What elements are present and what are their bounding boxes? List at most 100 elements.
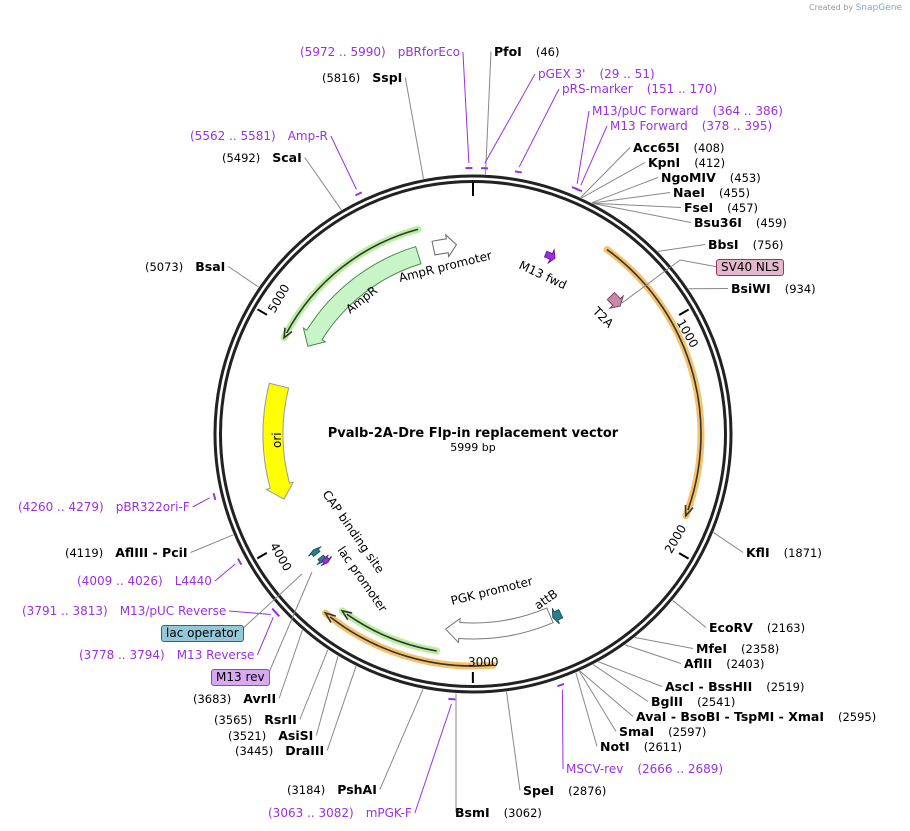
primer-m13-puc-forward[interactable]: M13/pUC Forward(364 .. 386) — [592, 104, 783, 118]
ampr-line-arc[interactable] — [285, 228, 419, 334]
enzyme-position: (1871) — [784, 546, 822, 560]
leader-line — [256, 617, 274, 656]
primer-pgex-3-[interactable]: pGEX 3'(29 .. 51) — [538, 67, 655, 81]
leader-line — [593, 202, 692, 223]
enzyme-site-sspi[interactable]: (5816)SspI — [322, 70, 402, 85]
primer-prs-marker[interactable]: pRS-marker(151 .. 170) — [562, 82, 717, 96]
feature-label-m13-fwd[interactable]: M13 fwd — [517, 258, 569, 292]
ori-arrow[interactable] — [262, 382, 295, 500]
enzyme-site-spei[interactable]: SpeI(2876) — [523, 783, 606, 798]
enzyme-position: (2611) — [644, 740, 682, 754]
enzyme-position: (2597) — [668, 725, 706, 739]
leader-line — [598, 661, 663, 687]
leader-line — [278, 630, 303, 699]
enzyme-site-scai[interactable]: (5492)ScaI — [222, 150, 302, 165]
enzyme-site-aflii[interactable]: AflII(2403) — [684, 656, 765, 671]
enzyme-name: RsrII — [264, 712, 297, 727]
primer-pbr322ori-f[interactable]: (4260 .. 4279)pBR322ori-F — [18, 500, 190, 514]
primer-mscv-rev[interactable]: MSCV-rev(2666 .. 2689) — [566, 762, 723, 776]
backbone-outer — [213, 174, 733, 694]
orf-arc-bottom[interactable] — [329, 616, 494, 667]
enzyme-site-ngomiv[interactable]: NgoMIV (453) — [661, 170, 761, 185]
enzyme-site-bsu36i[interactable]: Bsu36I(459) — [694, 215, 787, 230]
pgk-promoter-arrow[interactable] — [444, 607, 554, 644]
primer-m13-reverse[interactable]: (3778 .. 3794)M13 Reverse — [79, 648, 254, 662]
m13-fwd-arrow[interactable] — [543, 248, 556, 265]
leader-line — [592, 202, 682, 208]
enzyme-site-bglii[interactable]: BglII(2541) — [651, 694, 735, 709]
enzyme-site-draiii[interactable]: (3445)DraIII — [235, 743, 324, 758]
primer-mpgk-f[interactable]: (3063 .. 3082)mPGK-F — [268, 806, 412, 820]
enzyme-site-rsrii[interactable]: (3565)RsrII — [214, 712, 297, 727]
enzyme-name: AvrII — [243, 691, 276, 706]
enzyme-position: (3683) — [193, 692, 231, 706]
enzyme-position: (2403) — [726, 657, 764, 671]
enzyme-site-kfli[interactable]: KflI(1871) — [746, 545, 822, 560]
enzyme-site-bsiwi[interactable]: BsiWI(934) — [731, 281, 816, 296]
primer-pbrforeco[interactable]: (5972 .. 5990)pBRforEco — [300, 45, 460, 59]
leader-line — [592, 664, 649, 702]
ampr-arrow[interactable] — [302, 245, 422, 347]
enzyme-site-asisi[interactable]: (3521)AsiSI — [228, 728, 313, 743]
primer-range: (364 .. 386) — [713, 104, 783, 118]
feature-label-pgk-promoter[interactable]: PGK promoter — [449, 574, 534, 608]
primer-range: (378 .. 395) — [702, 119, 772, 133]
enzyme-position: (3062) — [504, 806, 542, 820]
primer-range: (5562 .. 5581) — [190, 129, 276, 143]
m13-rev-arrow[interactable] — [320, 556, 333, 567]
enzyme-position: (3184) — [287, 783, 325, 797]
primer-name: pBRforEco — [398, 45, 460, 59]
leader-line — [485, 51, 492, 175]
feature-label-ori[interactable]: ori — [270, 432, 284, 448]
enzyme-site-smai[interactable]: SmaI(2597) — [619, 724, 706, 739]
leader-line — [624, 644, 682, 664]
primer-amp-r[interactable]: (5562 .. 5581)Amp-R — [190, 129, 328, 143]
enzyme-site-noti[interactable]: NotI(2611) — [600, 739, 682, 754]
enzyme-site-avai[interactable]: AvaI - BsoBI - TspMI - XmaI(2595) — [636, 709, 876, 724]
enzyme-name: PshAI — [337, 782, 377, 797]
orf-arc-bottom-arrowhead — [323, 611, 337, 623]
attb-box[interactable] — [551, 608, 564, 625]
leader-line — [581, 162, 646, 199]
enzyme-name: NgoMIV — [661, 170, 716, 185]
feature-box-m13-rev[interactable]: M13 rev — [211, 669, 270, 686]
primer-range: (4009 .. 4026) — [77, 574, 163, 588]
primer-name: L4440 — [175, 574, 212, 588]
enzyme-site-ecorv[interactable]: EcoRV(2163) — [709, 620, 805, 635]
leader-lines — [190, 51, 744, 814]
ampr-promoter-arrow[interactable] — [431, 233, 458, 259]
t2a-arrow[interactable] — [606, 291, 625, 309]
primer-l4440[interactable]: (4009 .. 4026) L4440 — [77, 574, 212, 588]
enzyme-site-avrii[interactable]: (3683) AvrII — [193, 691, 276, 706]
enzyme-site-acc65i[interactable]: Acc65I(408) — [633, 140, 724, 155]
feature-box-lac-operator[interactable]: lac operator — [161, 625, 244, 642]
enzyme-site-pfoi[interactable]: PfoI(46) — [494, 44, 559, 59]
enzyme-position: (453) — [730, 171, 761, 185]
feature-box-sv40-nls[interactable]: SV40 NLS — [716, 259, 785, 276]
orf-arc-right[interactable] — [606, 248, 702, 511]
primer-mark — [237, 558, 243, 566]
enzyme-site-fsei[interactable]: FseI(457) — [684, 200, 758, 215]
enzyme-site-bsmi[interactable]: BsmI(3062) — [455, 805, 542, 820]
primer-range: (151 .. 170) — [647, 82, 717, 96]
enzyme-site-mfei[interactable]: MfeI(2358) — [696, 641, 779, 656]
leader-line — [229, 610, 271, 615]
primer-m13-puc-reverse[interactable]: (3791 .. 3813)M13/pUC Reverse — [22, 604, 226, 618]
enzyme-site-bsai[interactable]: (5073)BsaI — [145, 259, 225, 274]
leader-line — [484, 73, 536, 164]
green-arc-bottom[interactable] — [346, 613, 437, 652]
primer-name: pGEX 3' — [538, 67, 585, 81]
tick-mark — [256, 551, 268, 560]
enzyme-site-asci[interactable]: AscI - BssHII(2519) — [665, 679, 805, 694]
enzyme-site-pshai[interactable]: (3184) PshAI — [287, 782, 377, 797]
enzyme-site-afliii[interactable]: (4119)AflIII - PciI — [65, 545, 188, 560]
enzyme-site-kpni[interactable]: KpnI(412) — [648, 155, 725, 170]
cap-binding-site-box[interactable] — [308, 546, 322, 558]
leader-line — [214, 563, 236, 582]
enzyme-position: (459) — [756, 216, 787, 230]
enzyme-site-bbsi[interactable]: BbsI(756) — [708, 237, 784, 252]
leader-line — [304, 157, 342, 211]
primer-m13-forward[interactable]: M13 Forward(378 .. 395) — [610, 119, 772, 133]
enzyme-site-naei[interactable]: NaeI(455) — [673, 185, 750, 200]
enzyme-position: (46) — [536, 45, 560, 59]
